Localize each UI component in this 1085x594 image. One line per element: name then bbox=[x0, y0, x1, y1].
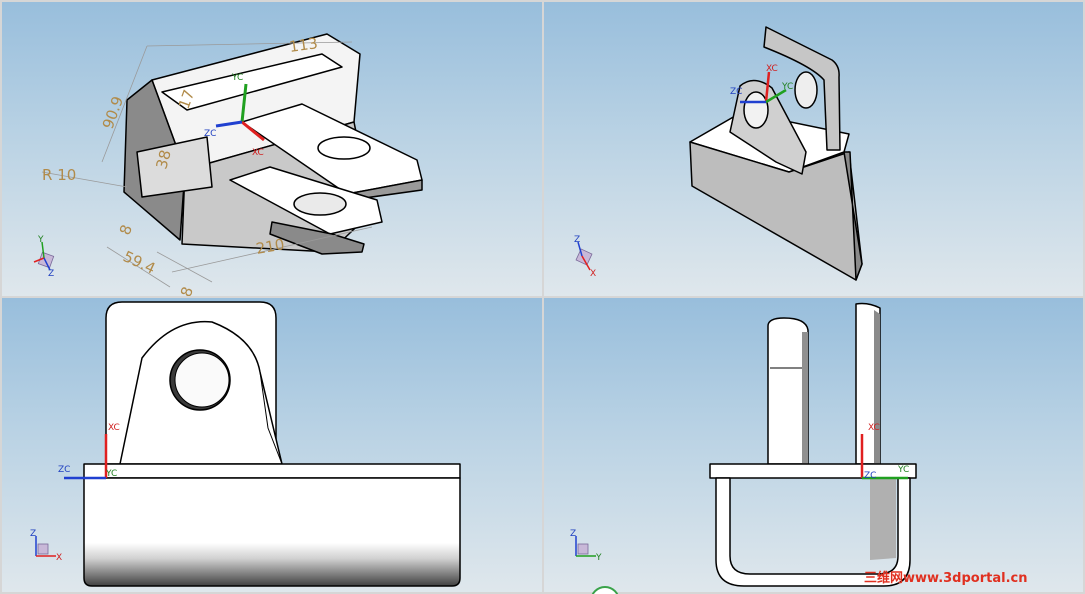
dimension-r10: R 10 bbox=[42, 166, 76, 184]
svg-text:ZC: ZC bbox=[58, 465, 70, 475]
svg-text:Z: Z bbox=[574, 235, 580, 245]
front-view-model[interactable]: XC ZC YC Z X bbox=[2, 298, 542, 592]
dimension-38: 38 bbox=[152, 148, 174, 171]
isometric-model[interactable]: 113 90.9 R 10 17 38 8 59.4 210 8 YC XC Z… bbox=[2, 2, 542, 296]
wcs-triad-icon[interactable]: XC YC ZC bbox=[730, 64, 793, 104]
dimension-59-4: 59.4 bbox=[120, 247, 158, 277]
viewport-divider-horizontal[interactable] bbox=[0, 296, 1085, 298]
svg-text:YC: YC bbox=[231, 73, 243, 83]
dimension-8-bottom: 8 bbox=[177, 284, 197, 296]
svg-text:Y: Y bbox=[37, 235, 44, 245]
svg-text:ZC: ZC bbox=[204, 129, 216, 139]
svg-text:Z: Z bbox=[30, 529, 36, 539]
dimension-8-left: 8 bbox=[116, 222, 136, 237]
wcs-triad-icon[interactable]: XC ZC YC bbox=[58, 423, 120, 480]
svg-text:XC: XC bbox=[868, 423, 880, 433]
svg-text:YC: YC bbox=[105, 469, 117, 479]
svg-text:X: X bbox=[590, 269, 596, 279]
wcs-triad-icon[interactable]: XC YC ZC bbox=[860, 423, 909, 481]
side-view-model[interactable]: XC YC ZC Z Y 三维网www.3dportal.cn bbox=[544, 298, 1083, 592]
dimension-17: 17 bbox=[175, 87, 198, 111]
svg-text:Z: Z bbox=[570, 529, 576, 539]
svg-text:YC: YC bbox=[781, 82, 793, 92]
svg-text:YC: YC bbox=[897, 465, 909, 475]
trimetric-model[interactable]: XC YC ZC Z X bbox=[544, 2, 1083, 296]
watermark-text: 三维网www.3dportal.cn bbox=[864, 570, 1027, 586]
svg-text:ZC: ZC bbox=[730, 87, 742, 97]
svg-text:XC: XC bbox=[766, 64, 778, 74]
viewport-trimetric[interactable]: XC YC ZC Z X bbox=[544, 2, 1083, 296]
view-triad-icon: Y Z bbox=[33, 235, 55, 279]
dimension-90-9: 90.9 bbox=[99, 94, 127, 132]
view-triad-icon: Z Y bbox=[570, 529, 602, 563]
viewport-side[interactable]: XC YC ZC Z Y 三维网www.3dportal.cn bbox=[544, 298, 1083, 592]
svg-text:X: X bbox=[56, 553, 62, 563]
svg-text:Z: Z bbox=[48, 269, 54, 279]
viewport-front[interactable]: XC ZC YC Z X bbox=[2, 298, 542, 592]
view-triad-icon: Z X bbox=[574, 235, 596, 279]
view-triad-icon: Z X bbox=[30, 529, 62, 563]
wcs-triad-icon[interactable]: YC XC ZC bbox=[204, 73, 265, 158]
dimension-210: 210 bbox=[255, 235, 286, 258]
svg-text:XC: XC bbox=[252, 148, 264, 158]
svg-text:XC: XC bbox=[108, 423, 120, 433]
dimension-113: 113 bbox=[288, 34, 319, 56]
svg-text:ZC: ZC bbox=[864, 471, 876, 481]
svg-text:Y: Y bbox=[595, 553, 602, 563]
viewport-isometric[interactable]: 113 90.9 R 10 17 38 8 59.4 210 8 YC XC Z… bbox=[2, 2, 542, 296]
dimension-lines bbox=[41, 41, 373, 288]
